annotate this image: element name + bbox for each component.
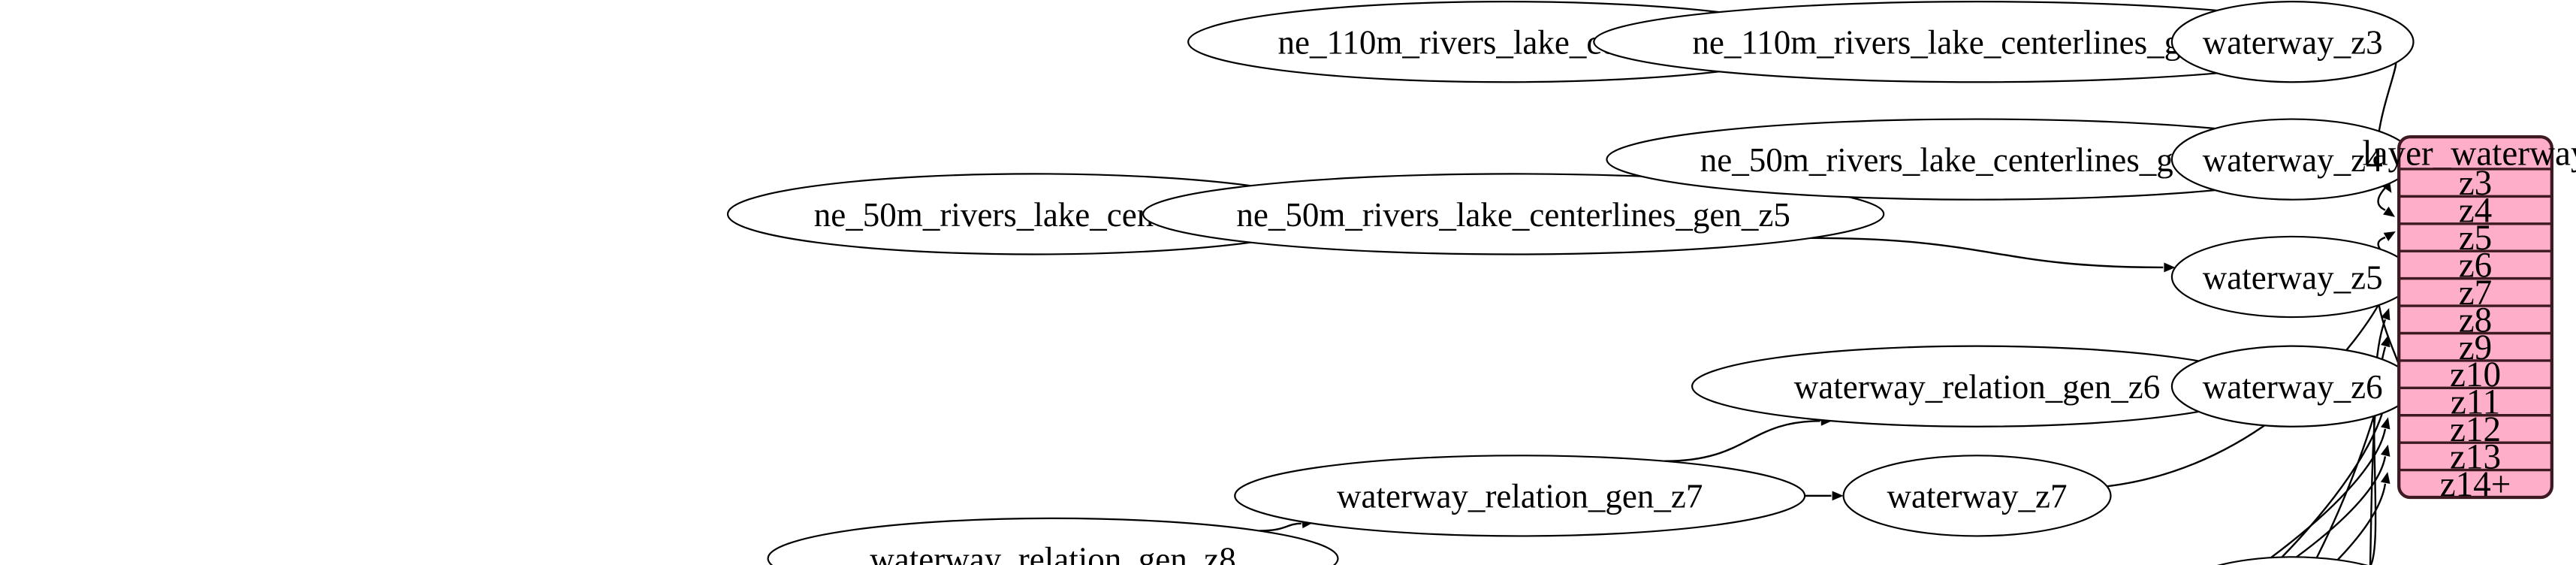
edge-arrowhead [2383, 231, 2396, 242]
graph-node-waterway_z8[interactable]: waterway_z8 [2172, 557, 2414, 565]
node-label: waterway_z5 [2203, 258, 2383, 296]
edge-arrowhead [2380, 472, 2390, 485]
edge-arrowhead [2381, 308, 2390, 321]
graph-node-waterway_z4[interactable]: waterway_z4 [2172, 119, 2414, 200]
layer-table-header: layer_waterway [2363, 134, 2576, 174]
edge-arrowhead [1832, 491, 1844, 501]
graph-node-ne_110m_rivers_lake_centerlines_gen_z3[interactable]: ne_110m_rivers_lake_centerlines_gen_z3 [1594, 2, 2360, 82]
node-label: waterway_z3 [2203, 24, 2383, 62]
edge-arrowhead [2380, 417, 2390, 430]
graph-node-waterway_relation_gen_z8[interactable]: waterway_relation_gen_z8 [768, 518, 1338, 565]
graph-node-waterway_relation_gen_z7[interactable]: waterway_relation_gen_z7 [1235, 455, 1805, 536]
layer-table-row-z14+[interactable]: z14+ [2440, 465, 2511, 504]
graph-edge-waterway_z13-to-layer_waterway-z13 [739, 456, 2385, 565]
node-label: ne_50m_rivers_lake_centerlines_gen_z5 [1236, 196, 1790, 234]
graph-node-ne_50m_rivers_lake_centerlines_gen_z4[interactable]: ne_50m_rivers_lake_centerlines_gen_z4 [1606, 119, 2347, 200]
edge-arrowhead [2380, 444, 2390, 457]
graph-edge-waterway_z10-to-layer_waterway-z10 [2097, 374, 2385, 565]
graph-edge-waterway_z12-to-layer_waterway-z12 [1169, 429, 2385, 565]
layer-waterway-table: layer_waterwayz3z4z5z6z7z8z9z10z11z12z13… [2363, 134, 2576, 504]
edge-arrowhead [2381, 335, 2390, 348]
node-label: ne_50m_rivers_lake_centerlines_gen_z4 [1700, 141, 2254, 179]
graph-edge-waterway_relation_gen_z7-to-waterway_relation_gen_z6 [1664, 421, 1820, 461]
node-shape [2172, 557, 2414, 565]
layer-table-body [2397, 134, 2553, 500]
node-layer: imposm3osm_waterway_relationosm_waterway… [0, 2, 2413, 565]
graph-edge-waterway_relation_gen_z8-to-waterway_relation_gen_z7 [1259, 524, 1302, 531]
graph-edge-waterway_z11-to-layer_waterway-z11 [1642, 402, 2385, 565]
node-label: ne_110m_rivers_lake_centerlines_gen_z3 [1692, 24, 2261, 62]
node-shape [1143, 174, 1884, 254]
graph-node-waterway_z5[interactable]: waterway_z5 [2172, 237, 2414, 317]
node-label: waterway_relation_gen_z6 [1794, 368, 2160, 406]
node-shape [1235, 455, 1805, 536]
node-label: waterway_z6 [2203, 368, 2383, 406]
edge-arrowhead [2383, 206, 2396, 217]
node-shape [768, 518, 1338, 565]
node-label: waterway_z4 [2203, 141, 2383, 179]
graph-node-waterway_z7[interactable]: waterway_z7 [1844, 455, 2111, 536]
node-label: waterway_z7 [1887, 478, 2068, 515]
graph-edge-ne_50m_rivers_lake_centerlines_gen_z5-to-waterway_z5 [1811, 238, 2163, 267]
edge-arrowhead [2164, 262, 2176, 273]
graph-node-waterway_z6[interactable]: waterway_z6 [2172, 346, 2414, 427]
node-label: waterway_relation_gen_z8 [870, 540, 1235, 565]
graph-node-ne_50m_rivers_lake_centerlines_gen_z5[interactable]: ne_50m_rivers_lake_centerlines_gen_z5 [1143, 174, 1884, 254]
node-shape [1844, 455, 2111, 536]
graph-node-waterway_z3[interactable]: waterway_z3 [2172, 2, 2414, 82]
node-label: waterway_relation_gen_z7 [1337, 478, 1703, 515]
node-shape [2172, 2, 2414, 82]
